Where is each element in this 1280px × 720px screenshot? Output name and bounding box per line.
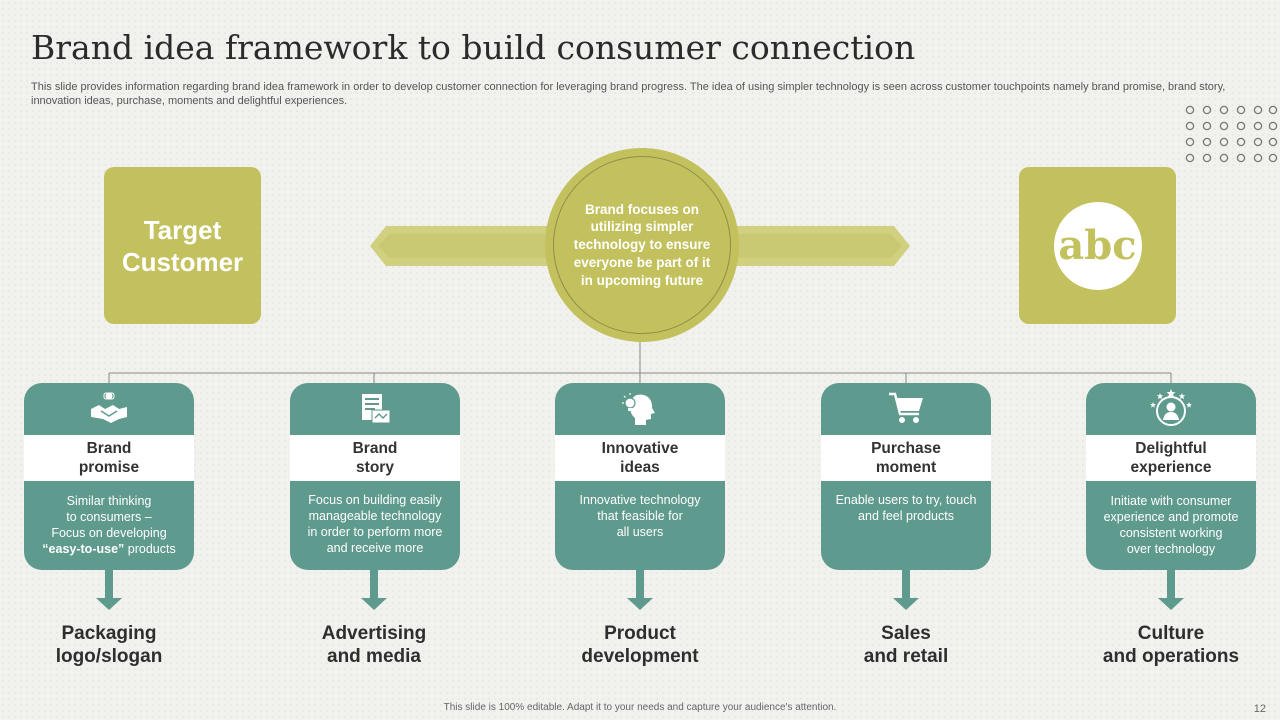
outcome-line1: Packaging bbox=[61, 623, 157, 644]
card-text-bold: “easy-to-use” bbox=[42, 542, 125, 556]
card-text-line: in order to perform more bbox=[307, 525, 443, 539]
target-customer-line1: Target bbox=[143, 214, 222, 245]
target-customer-line2: Customer bbox=[121, 246, 244, 277]
down-arrow-icon bbox=[627, 569, 653, 610]
card-description: Enable users to try, touch and feel prod… bbox=[821, 481, 991, 570]
card-text-line: Initiate with consumer bbox=[1110, 494, 1232, 508]
outcome-line2: and retail bbox=[863, 646, 949, 667]
card-text-line: Focus on developing bbox=[51, 526, 167, 540]
outcome-line1: Culture bbox=[1137, 623, 1205, 644]
page-number: 12 bbox=[1253, 703, 1266, 715]
double-arrow-band bbox=[370, 226, 910, 266]
card-text-line: Enable users to try, touch bbox=[835, 493, 977, 507]
card-text-line: Similar thinking bbox=[66, 494, 152, 508]
down-arrow-icon bbox=[361, 569, 387, 610]
card-text-line: experience and promote bbox=[1103, 510, 1239, 524]
outcome-label: Culture and operations bbox=[1071, 622, 1271, 668]
card-text-line: and feel products bbox=[858, 509, 954, 523]
card-text-line: Innovative technology bbox=[579, 493, 701, 507]
card-text-tail: products bbox=[124, 542, 176, 556]
card-description: Innovative technology that feasible for … bbox=[555, 481, 725, 570]
card-description: Similar thinking to consumers – Focus on… bbox=[24, 481, 194, 570]
outcome-line1: Product bbox=[604, 623, 676, 644]
card-text-line: all users bbox=[616, 525, 664, 539]
card-title-line1: Purchase bbox=[871, 440, 941, 457]
card-title-line2: experience bbox=[1130, 459, 1212, 476]
footer-note: This slide is 100% editable. Adapt it to… bbox=[443, 702, 837, 713]
decorative-dot-grid bbox=[1185, 105, 1278, 163]
user-stars-icon bbox=[1149, 389, 1193, 429]
card-description: Focus on building easily manageable tech… bbox=[290, 481, 460, 570]
card-description: Initiate with consumer experience and pr… bbox=[1086, 481, 1256, 570]
outcome-line2: and media bbox=[327, 646, 421, 667]
card-text-line: Focus on building easily bbox=[308, 493, 442, 507]
brand-logo: abc bbox=[1053, 201, 1142, 290]
target-customer-box: Target Customer bbox=[104, 167, 261, 324]
down-arrow-icon bbox=[96, 569, 122, 610]
card-text-line: and receive more bbox=[326, 541, 424, 555]
handshake-icon bbox=[89, 391, 129, 427]
card-title-line1: Innovative bbox=[601, 440, 679, 457]
center-statement-text: Brand focuses on utilizing simpler techn… bbox=[553, 156, 731, 334]
outcome-label: Advertising and media bbox=[274, 622, 474, 668]
card-title-line2: promise bbox=[78, 459, 140, 476]
card-brand-promise: Brand promise Similar thinking to consum… bbox=[24, 383, 194, 570]
outcome-label: Product development bbox=[540, 622, 740, 668]
card-text-line: that feasible for bbox=[597, 509, 683, 523]
card-text-line: over technology bbox=[1126, 542, 1216, 556]
card-text-line: “easy-to-use” products bbox=[32, 541, 186, 557]
outcome-line1: Advertising bbox=[321, 623, 427, 644]
page-subtitle: This slide provides information regardin… bbox=[31, 81, 1226, 107]
outcome-label: Sales and retail bbox=[806, 622, 1006, 668]
card-title-line1: Delightful bbox=[1135, 440, 1207, 457]
card-text-line: to consumers – bbox=[66, 510, 152, 524]
outcome-line2: development bbox=[581, 646, 699, 667]
down-arrow-icon bbox=[893, 569, 919, 610]
card-title-line2: ideas bbox=[620, 459, 660, 476]
card-title-line1: Brand bbox=[352, 440, 398, 457]
outcome-line2: logo/slogan bbox=[55, 646, 163, 667]
card-text-line: consistent working bbox=[1119, 526, 1223, 540]
head-lightbulb-icon bbox=[621, 391, 659, 427]
page-title: Brand idea framework to build consumer c… bbox=[31, 28, 916, 67]
center-statement-circle: Brand focuses on utilizing simpler techn… bbox=[545, 148, 739, 342]
card-delightful-experience: Delightful experience Initiate with cons… bbox=[1086, 383, 1256, 570]
brand-logo-box: abc bbox=[1019, 167, 1176, 324]
down-arrow-icon bbox=[1158, 569, 1184, 610]
card-innovative-ideas: Innovative ideas Innovative technology t… bbox=[555, 383, 725, 570]
outcome-label: Packaging logo/slogan bbox=[9, 622, 209, 668]
card-title-line1: Brand bbox=[86, 440, 132, 457]
outcome-line1: Sales bbox=[881, 623, 931, 644]
outcome-line2: and operations bbox=[1102, 646, 1240, 667]
card-brand-story: Brand story Focus on building easily man… bbox=[290, 383, 460, 570]
document-icon bbox=[358, 392, 392, 426]
shopping-cart-icon bbox=[886, 391, 926, 427]
card-text-line: manageable technology bbox=[308, 509, 442, 523]
card-title-line2: story bbox=[356, 459, 394, 476]
card-purchase-moment: Purchase moment Enable users to try, tou… bbox=[821, 383, 991, 570]
card-title-line2: moment bbox=[875, 459, 937, 476]
